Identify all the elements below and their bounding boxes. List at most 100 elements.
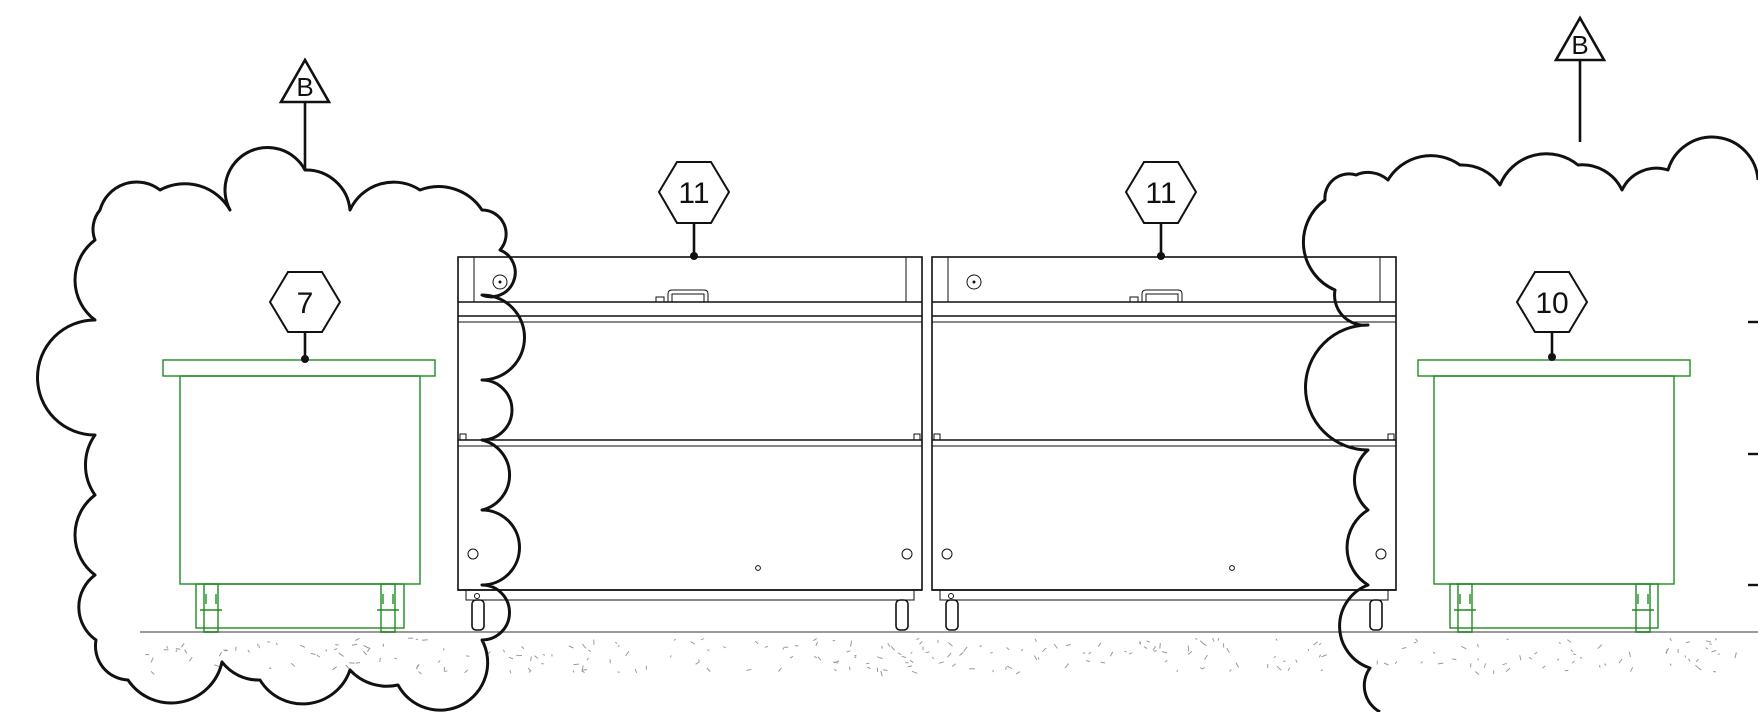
caster-left [1454, 583, 1476, 633]
floor-hatch-mark [1229, 669, 1232, 672]
floor-hatch-mark [1685, 641, 1690, 644]
item-tag-10: 10 [1515, 271, 1589, 361]
floor-hatch-mark [1383, 662, 1389, 666]
floor-hatch-mark [354, 637, 360, 641]
floor-hatch-mark [1695, 658, 1699, 663]
handle [667, 289, 709, 302]
floor-hatch-mark [1034, 638, 1037, 643]
floor-hatch-mark [1146, 640, 1151, 643]
floor-hatch-mark [880, 670, 883, 677]
floor-hatch-mark [1212, 637, 1215, 642]
floor-hatch-mark [581, 670, 585, 674]
floor-hatch-mark [1164, 659, 1168, 663]
floor-hatch-mark [1628, 651, 1631, 658]
floor-hatch-mark [333, 648, 338, 651]
floor-hatch-mark [707, 649, 710, 651]
floor-hatch-mark [521, 646, 525, 650]
floor-hatch-mark [1273, 655, 1277, 659]
floor-hatch-mark [530, 656, 532, 662]
floor-hatch-mark [379, 657, 381, 662]
floor-hatch-mark [1505, 667, 1511, 673]
floor-hatch-mark [1567, 639, 1572, 643]
floor-hatch-mark [1630, 667, 1634, 673]
floor-hatch-mark [1097, 642, 1102, 647]
floor-hatch-mark [1199, 640, 1204, 644]
item-tag-label: 7 [297, 287, 314, 320]
floor-hatch-mark [1033, 655, 1038, 661]
floor-hatch-mark [1477, 658, 1479, 661]
floor-hatch-mark [813, 655, 818, 659]
floor-hatch-mark [1618, 658, 1623, 664]
floor-hatch-mark [992, 669, 995, 673]
floor-hatch-mark [1477, 643, 1479, 648]
floor-hatch-mark [582, 643, 587, 649]
floor-hatch-mark [335, 644, 339, 646]
floor-hatch-mark [1109, 651, 1114, 657]
floor-hatch-mark [1065, 644, 1071, 647]
caster-right [377, 583, 399, 633]
floor-hatch-mark [1420, 661, 1423, 664]
floor-hatch-mark [1705, 647, 1709, 650]
floor-hatch-mark [418, 671, 422, 675]
floor-hatch-mark [1143, 646, 1148, 650]
floor-hatch-mark [897, 652, 902, 656]
floor-hatch-mark [1579, 656, 1583, 659]
floor-hatch-mark [614, 641, 618, 644]
floor-hatch-mark [1235, 662, 1240, 668]
floor-hatch-mark [1698, 667, 1702, 671]
floor-hatch-mark [1558, 642, 1562, 645]
floor-hatch-mark [817, 656, 822, 661]
floor-hatch-mark [1006, 647, 1010, 651]
floor-hatch-mark [316, 654, 321, 658]
floor-hatch-mark [572, 670, 575, 673]
floor-hatch-mark [952, 663, 956, 667]
floor-hatch-mark [938, 661, 944, 664]
floor-hatch-mark [1153, 650, 1157, 652]
revision-cloud-right [1301, 135, 1758, 712]
revision-label: B [296, 72, 313, 102]
floor-hatch-mark [1283, 660, 1286, 663]
floor-hatch-mark [1287, 667, 1291, 671]
floor-hatch-mark [754, 640, 759, 645]
floor-hatch-mark [1321, 654, 1328, 658]
floor-hatch-mark [214, 664, 221, 668]
floor-hatch-mark [832, 639, 836, 642]
floor-hatch-mark [911, 670, 918, 674]
item-tag-11-left: 11 [657, 161, 731, 260]
floor-hatch-mark [1415, 638, 1419, 643]
floor-hatch-mark [901, 655, 907, 659]
floor-hatch-mark [882, 669, 888, 672]
floor-hatch-mark [812, 637, 817, 642]
floor-hatch-mark [706, 667, 711, 672]
floor-hatch-mark [1669, 637, 1672, 642]
floor-hatch-mark [1684, 655, 1687, 658]
item-tag-11-right: 11 [1124, 161, 1198, 260]
item-tag-label: 11 [678, 177, 709, 210]
floor-hatch-mark [1714, 637, 1717, 641]
floor-hatch-mark [1502, 663, 1507, 666]
floor-hatch-mark [1015, 671, 1021, 675]
floor-hatch-mark [299, 644, 306, 648]
floor-hatch-mark [789, 655, 794, 659]
cart-7 [162, 359, 436, 633]
floor-hatch-mark [502, 649, 506, 653]
floor-hatch-mark [919, 641, 923, 645]
floor-hatch-mark [1139, 641, 1142, 644]
item-tag-7: 7 [268, 271, 342, 363]
floor-hatch-mark [1295, 659, 1298, 663]
floor-hatch-mark [422, 639, 428, 641]
floor-hatch-mark [247, 649, 251, 653]
floor-hatch-mark [1452, 658, 1457, 661]
floor-hatch-mark [1006, 665, 1013, 670]
floor-hatch-mark [1005, 666, 1007, 670]
floor-hatch-mark [1100, 661, 1106, 664]
floor-hatch-mark [1665, 649, 1668, 654]
floor-hatch-mark [1318, 654, 1321, 658]
floor-hatch-mark [910, 651, 913, 654]
revision-triangle-left: B [278, 57, 332, 104]
floor-hatch-mark [1572, 653, 1577, 656]
floor-hatch-mark [723, 646, 727, 649]
floor-hatch-mark [365, 646, 371, 649]
floor-hatch-mark [877, 656, 883, 660]
